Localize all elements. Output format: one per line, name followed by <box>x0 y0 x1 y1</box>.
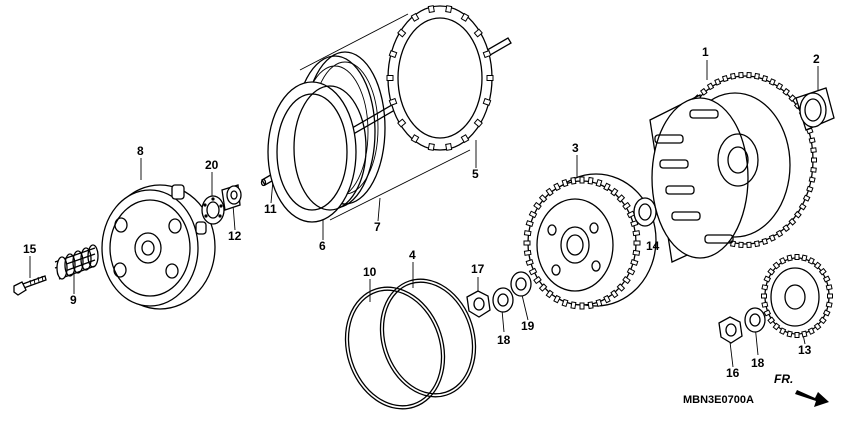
lifter-piece-12 <box>221 184 242 211</box>
part-number-18a: 18 <box>497 333 511 347</box>
bearing-20 <box>201 195 225 225</box>
clutch-center-3 <box>523 173 657 310</box>
clutch-spring-9 <box>54 244 99 280</box>
part-number-11: 11 <box>264 202 277 216</box>
part-number-20: 20 <box>205 158 219 172</box>
part-number-1: 1 <box>702 45 709 59</box>
part-number-7: 7 <box>374 220 381 234</box>
part-number-12: 12 <box>228 229 242 243</box>
washer-18a <box>492 287 514 313</box>
washer-18b <box>744 307 766 333</box>
part-number-18b: 18 <box>751 356 765 370</box>
collar-2 <box>795 87 835 131</box>
part-number-13: 13 <box>798 343 812 357</box>
part-number-2: 2 <box>813 52 820 66</box>
o-ring-4 <box>379 278 477 398</box>
bolt-15 <box>13 275 47 296</box>
pressure-plate-8 <box>101 184 216 310</box>
part-number-4: 4 <box>409 248 416 262</box>
part-number-6: 6 <box>319 239 326 253</box>
drawing-code: MBN3E0700A <box>683 394 754 406</box>
front-direction-arrow-icon <box>795 390 829 407</box>
part-number-5: 5 <box>472 167 479 181</box>
part-number-16: 16 <box>726 366 740 380</box>
clutch-pack-outline <box>299 13 471 221</box>
direction-label: FR. <box>774 372 794 386</box>
part-number-17: 17 <box>471 262 485 276</box>
part-number-9: 9 <box>70 293 77 307</box>
friction-disc-6 <box>267 81 367 223</box>
lock-nut-16 <box>718 316 743 344</box>
part-number-14: 14 <box>646 239 660 253</box>
part-number-8: 8 <box>137 144 144 158</box>
part-number-10: 10 <box>363 265 377 279</box>
o-ring-10 <box>344 286 446 410</box>
clutch-housing-1 <box>649 72 817 263</box>
part-number-19: 19 <box>521 319 535 333</box>
washer-19 <box>510 271 532 297</box>
gear-13 <box>761 254 833 338</box>
part-number-3: 3 <box>572 141 579 155</box>
lock-nut-17 <box>466 290 491 318</box>
part-number-15: 15 <box>23 242 37 256</box>
washer-14 <box>633 197 657 227</box>
friction-disc-5 <box>386 5 494 151</box>
